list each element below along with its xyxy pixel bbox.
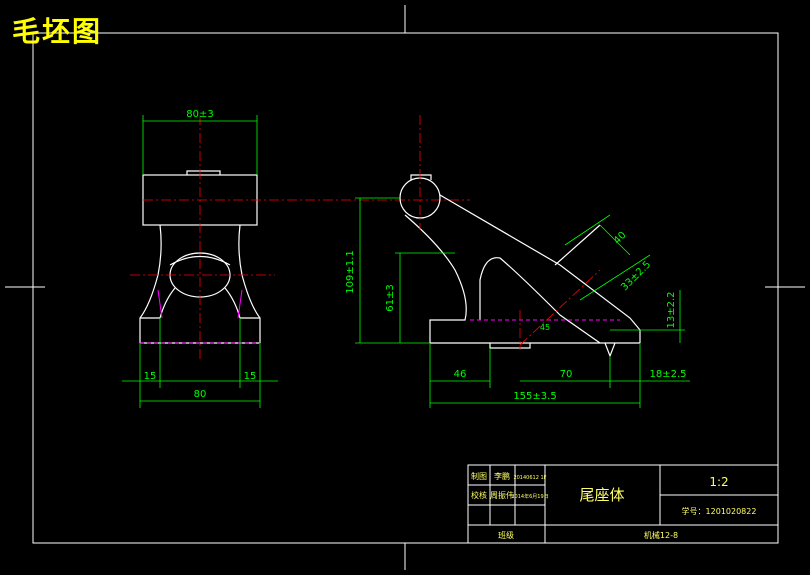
side-centerlines <box>419 115 601 350</box>
tb-r1c1: 制图 <box>471 471 487 481</box>
title-block <box>467 464 779 544</box>
side-inner-web <box>479 257 601 344</box>
tb-class-name: 机械12-8 <box>644 530 678 540</box>
front-hidden-right <box>237 289 243 319</box>
tb-scale: 1:2 <box>709 475 728 489</box>
front-right-leg <box>238 224 261 343</box>
side-arm-centerline <box>519 269 601 346</box>
tb-r2c3: 2014年6月19日 <box>511 493 548 500</box>
page-title: 毛坯图 <box>12 15 103 48</box>
dim-side-total-height: 109±1.1 <box>345 250 356 293</box>
side-arm-face <box>554 224 601 266</box>
title-block-frame <box>467 464 779 544</box>
dim-side-total-length: 155±3.5 <box>513 391 556 402</box>
side-arm-depth-line <box>579 254 651 301</box>
tb-r1c2: 李鹏 <box>494 471 510 481</box>
dim-side-left-base: 46 <box>454 369 467 380</box>
front-centerlines <box>130 115 470 360</box>
side-arm-upper <box>439 194 641 343</box>
tb-r2c2: 周振伟 <box>490 490 514 500</box>
side-arm-lower <box>404 214 467 343</box>
side-arm-width-line <box>564 214 611 246</box>
dim-front-top-width: 80±3 <box>186 109 213 120</box>
tb-r1c3: 20140612 1F <box>513 475 546 481</box>
dim-side-arm-width: 40 <box>612 230 629 247</box>
tb-r3c1: 班级 <box>498 530 514 540</box>
front-top-notch <box>186 170 221 175</box>
tb-r2c1: 校核 <box>471 490 487 500</box>
dim-front-right-margin: 15 <box>244 371 257 382</box>
side-view: 109±1.1 61±3 46 70 155±3.5 18±2.5 13±2.2… <box>345 115 690 408</box>
front-view: 80±3 15 15 80 <box>122 109 470 408</box>
tb-student-id: 学号：1201020822 <box>682 506 757 516</box>
dim-front-bottom-width: 80 <box>194 389 207 400</box>
side-boss-notch <box>410 174 432 180</box>
dim-side-arm-depth: 33±2.5 <box>619 259 653 293</box>
dim-side-right-base: 18±2.5 <box>649 369 686 380</box>
front-left-leg <box>139 224 162 343</box>
drawing-border <box>32 32 779 544</box>
tb-part-name: 尾座体 <box>579 486 624 504</box>
side-base-notch <box>489 343 531 349</box>
front-hidden-left <box>157 289 163 319</box>
dim-side-arm-angle: 45 <box>540 323 550 332</box>
front-bore-arc <box>169 256 231 266</box>
dim-front-left-margin: 15 <box>144 371 157 382</box>
side-arm-width-ext <box>599 224 631 256</box>
dim-side-mid-base: 70 <box>560 369 573 380</box>
side-base-vee <box>604 342 616 358</box>
side-dimensions: 109±1.1 61±3 46 70 155±3.5 18±2.5 13±2.2… <box>345 197 690 408</box>
front-inner-left <box>159 287 176 319</box>
dim-side-mid-height: 61±3 <box>385 284 396 311</box>
title-block-text: 制图 李鹏 20140612 1F 校核 周振伟 2014年6月19日 尾座体 … <box>471 471 756 540</box>
sheet-frame <box>5 5 805 570</box>
side-view-outline <box>399 174 641 358</box>
dim-side-step-height: 13±2.2 <box>666 291 677 328</box>
front-dimensions: 80±3 15 15 80 <box>122 109 278 408</box>
front-inner-right <box>224 287 241 319</box>
